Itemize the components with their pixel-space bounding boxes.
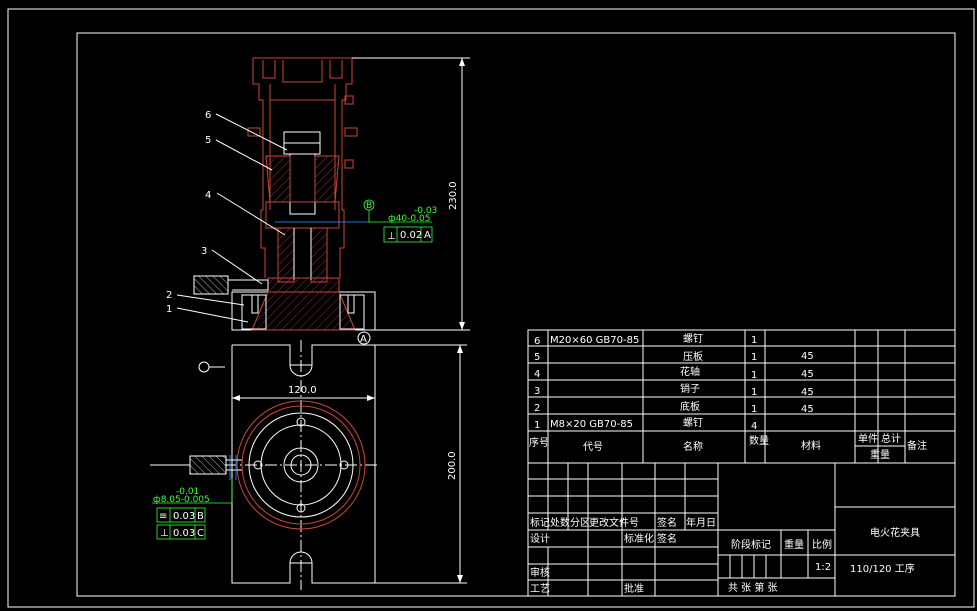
bom-qty: 1 <box>751 404 757 415</box>
leader-4: 4 <box>205 190 211 201</box>
bom-name: 压板 <box>683 350 703 363</box>
small-dia: ф8.05-0.005 <box>153 495 210 505</box>
bom-no: 3 <box>534 386 540 397</box>
perp2-value: 0.03 <box>173 528 195 539</box>
bom-qty: 1 <box>751 335 757 346</box>
dim-120-label: 120.0 <box>288 385 317 396</box>
bom-no: 6 <box>534 336 540 347</box>
tb-stage: 阶段标记 <box>731 538 771 551</box>
leader-6: 6 <box>205 110 211 121</box>
leader-2: 2 <box>166 290 172 301</box>
perp-symbol: ⊥ <box>387 231 396 242</box>
bom-h-qty: 数量 <box>749 434 769 447</box>
tb-approve: 批准 <box>624 582 644 595</box>
tb-process-no: 110/120 工序 <box>850 562 915 575</box>
tb-date: 年月日 <box>686 516 716 529</box>
bom-qty: 1 <box>751 370 757 381</box>
tb-count: 处数 <box>550 516 570 529</box>
outer-frame <box>7 8 975 608</box>
bom-no: 2 <box>534 403 540 414</box>
bom-name: 螺钉 <box>683 417 703 429</box>
bom-mat: 45 <box>801 387 814 398</box>
bom-table: 6 M20×60 GB70-85 螺钉 1 5 压板 1 45 4 花轴 1 4… <box>527 329 956 464</box>
bom-h-name: 名称 <box>683 440 703 453</box>
tb-scale-val: 1:2 <box>815 562 831 573</box>
datum-a-label: A <box>360 334 367 345</box>
tb-weight: 重量 <box>784 538 804 551</box>
bom-h-mat: 材料 <box>801 439 821 452</box>
perp2-symbol: ⊥ <box>160 528 169 539</box>
dim-230-label: 230.0 <box>448 181 459 210</box>
bom-code: M8×20 GB70-85 <box>550 419 633 430</box>
bom-name: 销子 <box>680 382 700 395</box>
bom-h-weight: 重量 <box>870 448 890 461</box>
perp-value: 0.02 <box>400 230 422 241</box>
bore-dia: ф40-0.05 <box>388 214 430 224</box>
bom-h-unit: 单件 <box>858 433 878 445</box>
bom-qty: 1 <box>751 387 757 398</box>
bom-h-code: 代号 <box>583 441 603 453</box>
bom-h-total: 总计 <box>881 432 901 445</box>
bom-no: 1 <box>534 420 540 431</box>
tb-design: 设计 <box>530 532 550 545</box>
tb-zone: 分区 <box>570 517 590 529</box>
sym-ref: B <box>197 511 204 522</box>
bom-mat: 45 <box>801 351 814 362</box>
bom-qty: 1 <box>751 352 757 363</box>
inner-frame <box>76 32 956 597</box>
small-dia-tolerance: -0.01 ф8.05-0.005 ≡ 0.03 B ⊥ 0.03 C <box>150 464 233 540</box>
dim-height-bottom: 200.0 <box>375 344 467 584</box>
bom-name: 底板 <box>680 400 700 413</box>
title-block: 标记 处数 分区 更改文件号 签名 年月日 设计 标准化 签名 阶段标记 重量 … <box>527 462 956 597</box>
datum-b-mark: B <box>366 201 372 211</box>
part-leaders: 6 5 4 3 2 1 <box>166 110 288 323</box>
leader-5: 5 <box>205 135 211 146</box>
sym-symbol: ≡ <box>159 511 167 522</box>
tb-std-val: 签名 <box>657 532 677 545</box>
perp-ref: A <box>424 230 431 241</box>
tb-sheets: 共 张 第 张 <box>728 581 778 594</box>
datum-a-symbol <box>357 331 371 345</box>
tb-process: 工艺 <box>530 583 550 595</box>
bore-tolerance: B -0.03 ф40-0.05 ⊥ 0.02 A <box>363 199 437 243</box>
tb-standard: 标准化 <box>624 532 654 545</box>
small-tol-up: -0.01 <box>176 487 199 497</box>
front-section-view <box>193 57 376 331</box>
tb-mark: 标记 <box>530 517 550 529</box>
dim-width-plate: 120.0 <box>232 385 375 401</box>
tb-part-name: 电火花夹具 <box>870 526 920 539</box>
bom-code: M20×60 GB70-85 <box>550 335 639 346</box>
bom-no: 4 <box>534 369 540 380</box>
bom-no: 5 <box>534 352 540 363</box>
top-view <box>189 340 380 590</box>
leader-3: 3 <box>201 246 207 257</box>
datum-c-symbol <box>198 361 210 373</box>
leader-1: 1 <box>166 304 172 315</box>
bom-mat: 45 <box>801 369 814 380</box>
perp2-ref: C <box>197 528 204 539</box>
tb-sign: 签名 <box>657 516 677 529</box>
bom-h-remark: 备注 <box>907 439 927 452</box>
dim-height-top: 230.0 <box>352 57 470 331</box>
tb-check: 审核 <box>530 566 550 579</box>
bom-qty: 4 <box>751 421 757 432</box>
bore-tol-up: -0.03 <box>414 206 437 216</box>
bom-h-no: 序号 <box>529 436 549 449</box>
tb-scale: 比例 <box>812 538 832 551</box>
bom-mat: 45 <box>801 404 814 415</box>
tb-doc: 更改文件号 <box>589 516 639 529</box>
bom-name: 花轴 <box>680 365 700 378</box>
sym-value: 0.03 <box>173 511 195 522</box>
bom-name: 螺钉 <box>683 333 703 345</box>
dim-200-label: 200.0 <box>447 451 458 480</box>
